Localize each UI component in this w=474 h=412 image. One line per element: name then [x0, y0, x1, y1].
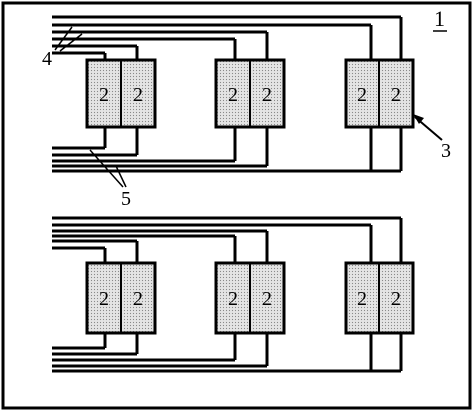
label-5-callout: 5	[89, 149, 131, 210]
lower-group: 2 2 2 2 2 2	[52, 216, 415, 373]
module-upper-1: 2 2	[85, 58, 157, 129]
module-cell-label: 2	[228, 288, 238, 310]
upper-bus-wires	[52, 15, 403, 60]
label-3-callout: 3	[413, 114, 451, 162]
upper-return-wires	[52, 127, 403, 173]
module-lower-3: 2 2	[344, 261, 415, 335]
module-cell-label: 2	[99, 84, 109, 106]
label-4-callout: 4	[42, 26, 83, 70]
module-upper-3: 2 2	[344, 58, 415, 129]
module-cell-label: 2	[262, 288, 272, 310]
module-cell-label: 2	[228, 84, 238, 106]
module-cell-label: 2	[391, 288, 401, 310]
lower-return-wires	[52, 333, 403, 373]
label-lower-wires: 5	[121, 188, 131, 210]
module-lower-1: 2 2	[85, 261, 157, 335]
module-cell-label: 2	[357, 288, 367, 310]
module-cell-label: 2	[133, 288, 143, 310]
module-cell-label: 2	[357, 84, 367, 106]
module-cell-label: 2	[262, 84, 272, 106]
label-upper-wires: 4	[42, 48, 52, 70]
module-lower-2: 2 2	[214, 261, 286, 335]
upper-group: 2 2 2 2 2 2	[52, 15, 415, 173]
figure-number: 1	[434, 6, 445, 31]
module-cell-label: 2	[99, 288, 109, 310]
label-frame: 3	[441, 140, 451, 162]
module-upper-2: 2 2	[214, 58, 286, 129]
lower-bus-wires	[52, 216, 403, 263]
module-cell-label: 2	[133, 84, 143, 106]
module-cell-label: 2	[391, 84, 401, 106]
